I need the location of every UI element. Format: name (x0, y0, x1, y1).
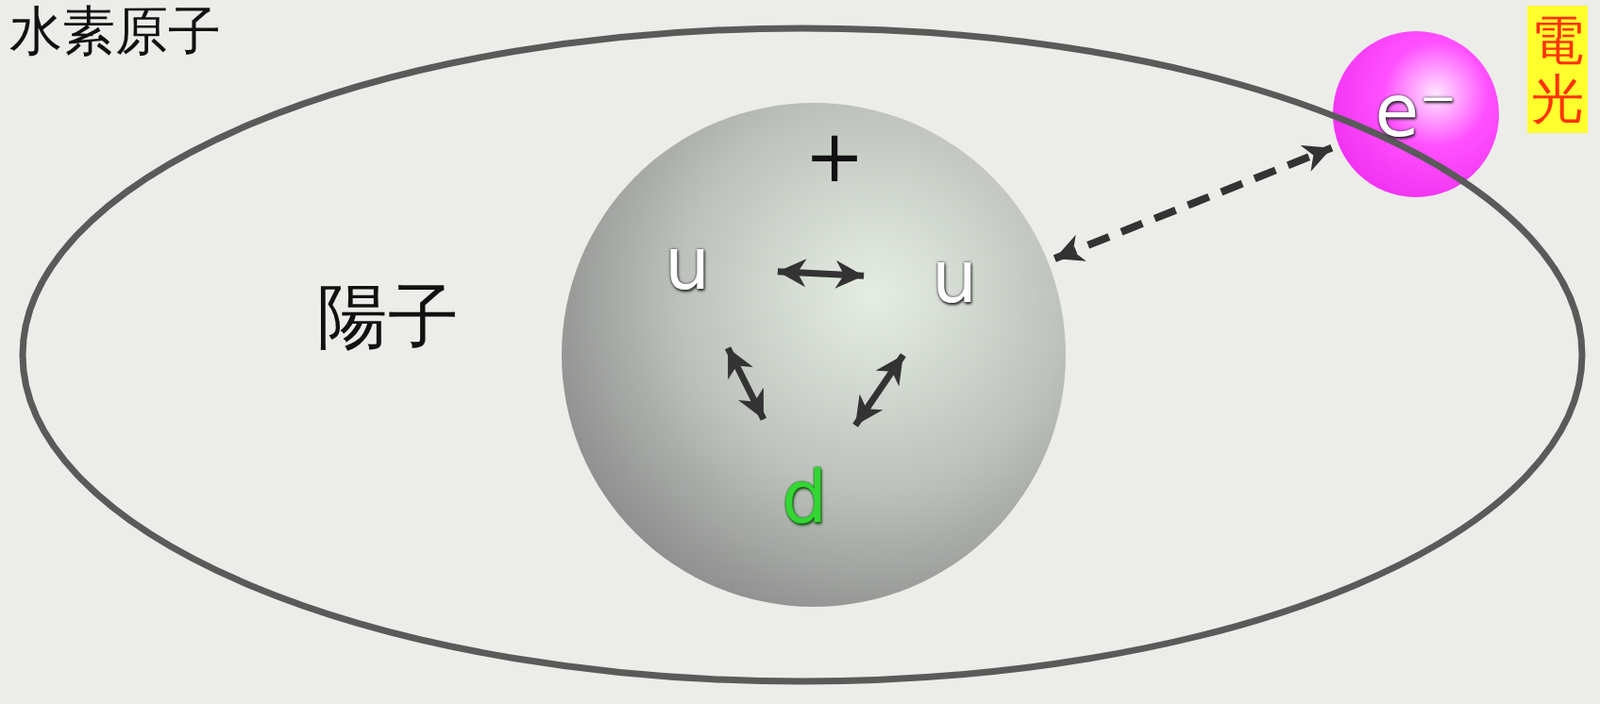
proton-label: 陽子 (317, 277, 459, 356)
text-anchor: + (804, 117, 865, 197)
proton-sphere: uud陽子+ (561, 102, 1066, 607)
sphere-fill (561, 102, 1066, 607)
text-anchor: u (931, 237, 977, 318)
sphere-fill (1332, 31, 1499, 198)
strong-force-arrow (777, 271, 864, 277)
side-note: 電光 (1527, 5, 1588, 134)
text-anchor: d (781, 457, 827, 538)
quark-sphere: d (721, 417, 888, 584)
text-anchor: u (664, 224, 710, 304)
orbit-ellipse (22, 28, 1583, 682)
atom-orbit: uud陽子+e⁻水素原子 (18, 24, 1586, 686)
text-anchor: 陽子 (317, 277, 459, 356)
quark-label: d (781, 457, 827, 538)
electromagnetic-arrow (1054, 148, 1331, 259)
atom-title: 水素原子 (9, 1, 221, 61)
quark-sphere: u (604, 184, 771, 351)
electron-label: e⁻ (1375, 71, 1458, 152)
quark-sphere: u (871, 197, 1038, 364)
charge-sign: + (804, 117, 865, 197)
text-anchor: e⁻ (1375, 71, 1458, 152)
orbit-outline (18, 24, 1586, 686)
quark-label: u (664, 224, 710, 304)
text-anchor: 水素原子 (9, 1, 221, 61)
quark-label: u (931, 237, 977, 318)
electron-sphere: e⁻ (1332, 31, 1499, 198)
